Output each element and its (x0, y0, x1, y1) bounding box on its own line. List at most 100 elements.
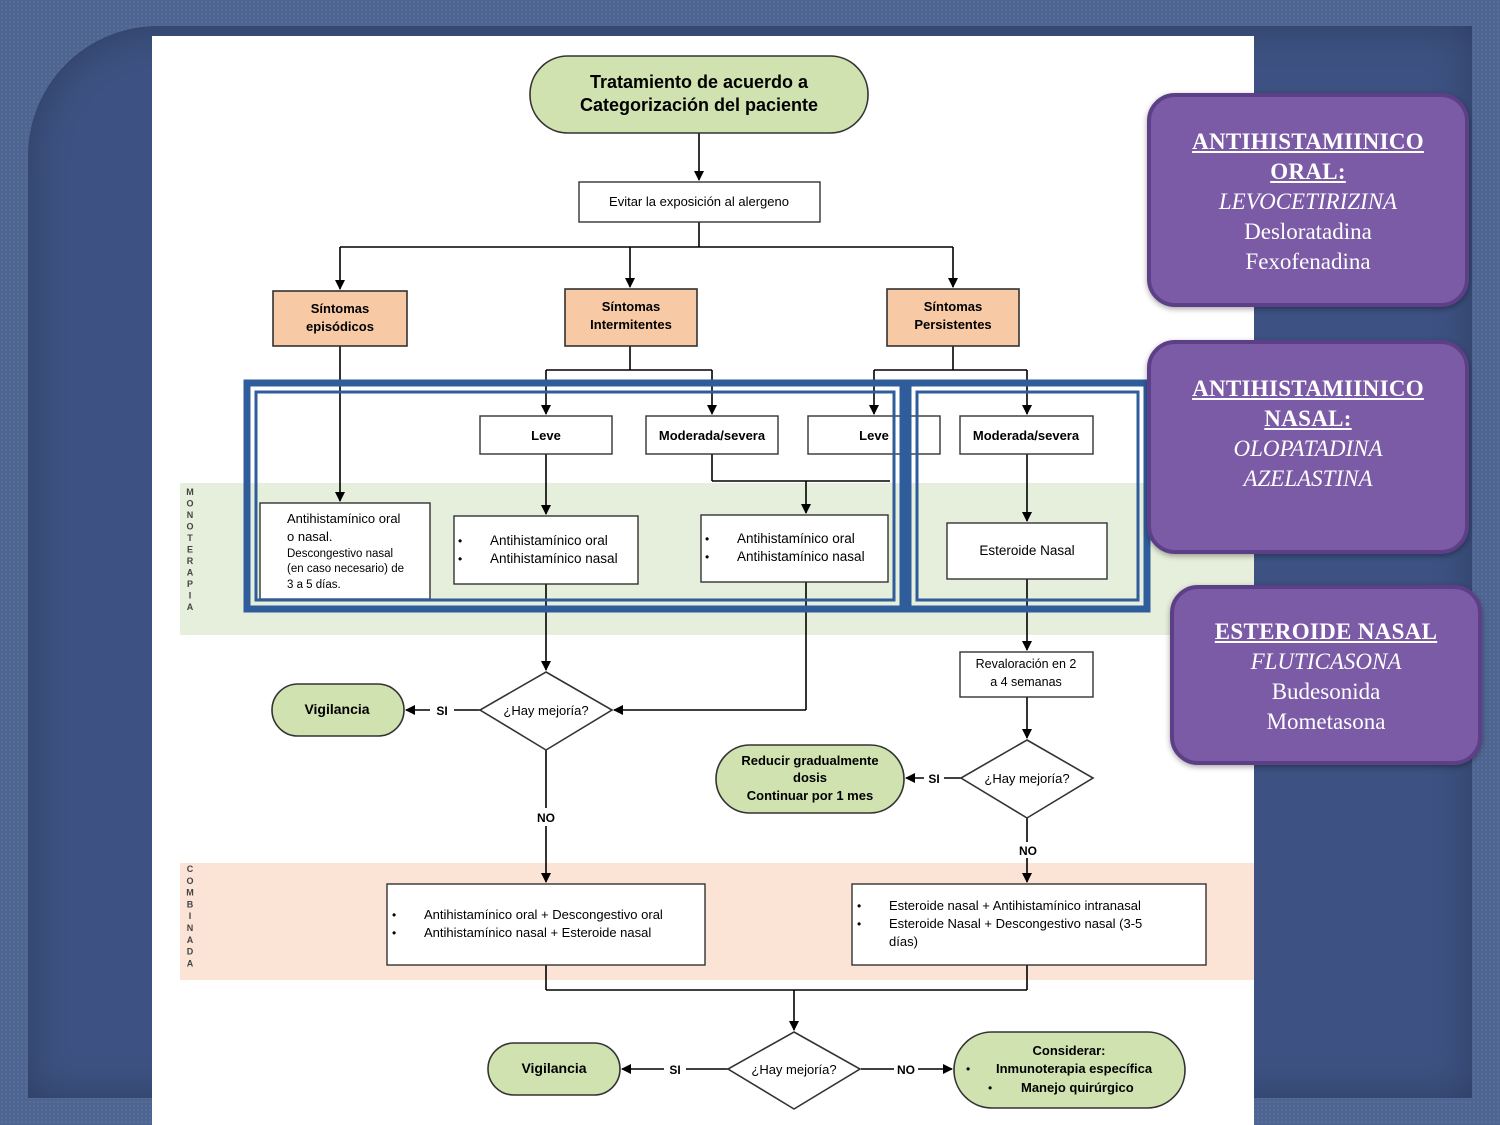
avoid-allergen-label: Evitar la exposición al alergeno (609, 194, 789, 209)
steroid-card-title: ESTEROIDE NASAL (1214, 619, 1438, 644)
consider-node: Considerar: • Inmunoterapia específica •… (953, 1031, 1186, 1109)
combined-right-item-2: Esteroide Nasal + Descongestivo nasal (3… (889, 916, 1142, 931)
intermittent-line-2: Intermitentes (590, 317, 672, 332)
oral-card-drug-3: Fexofenadina (1245, 249, 1371, 274)
episodic-mono-line-5: 3 a 5 días. (287, 579, 341, 591)
reevaluation-line-1: Revaloración en 2 (976, 657, 1077, 671)
reevaluation-line-2: a 4 semanas (990, 675, 1062, 689)
episodic-mono-line-3: Descongestivo nasal (287, 548, 393, 560)
moderate-monotherapy-box: • • Antihistamínico oral Antihistamínico… (700, 514, 889, 583)
oral-card-drug-2: Desloratadina (1244, 219, 1372, 244)
decision-1: ¿Hay mejoría? (478, 671, 614, 751)
surveillance-label-2: Vigilancia (521, 1060, 586, 1076)
svg-text:•: • (988, 1081, 992, 1095)
consider-item-1: Inmunoterapia específica (996, 1061, 1153, 1076)
surveillance-label-1: Vigilancia (304, 701, 369, 717)
steroid-card-drug-2: Budesonida (1271, 679, 1381, 704)
nasal-steroid-card: ESTEROIDE NASAL FLUTICASONA Budesonida M… (1170, 585, 1482, 765)
nasal-card-drug-2: AZELASTINA (1243, 466, 1373, 491)
intermittent-line-1: Síntomas (602, 299, 661, 314)
steroid-card-drug-1: FLUTICASONA (1250, 649, 1402, 674)
reduce-dose-node: Reducir gradualmente dosis Continuar por… (715, 744, 905, 814)
decision-2-no: NO (1019, 844, 1037, 858)
oral-antihistamine-card: ANTIHISTAMIINICO ORAL: LEVOCETIRIZINA De… (1147, 93, 1469, 307)
persistent-mild-label: Leve (859, 428, 889, 443)
consider-title: Considerar: (1033, 1043, 1106, 1058)
start-node: Tratamiento de acuerdo a Categorización … (529, 55, 869, 134)
episodic-line-2: episódicos (306, 319, 374, 334)
connectors (335, 132, 1032, 1074)
combined-right-item-2-cont: días) (889, 934, 918, 949)
nasal-card-drug-1: OLOPATADINA (1233, 436, 1383, 461)
moderate-mono-item-2: Antihistamínico nasal (737, 549, 865, 564)
episodic-mono-line-4: (en caso necesario) de (287, 563, 404, 575)
svg-text:•: • (458, 552, 462, 566)
decision-2-yes: SI (928, 772, 939, 786)
oral-card-drug-1: LEVOCETIRIZINA (1218, 189, 1398, 214)
combined-left-item-2: Antihistamínico nasal + Esteroide nasal (424, 925, 651, 940)
intermittent-symptoms-node: Síntomas Intermitentes (564, 288, 698, 347)
svg-text:•: • (458, 534, 462, 548)
start-line-1: Tratamiento de acuerdo a (590, 72, 809, 92)
reevaluation-node: Revaloración en 2 a 4 semanas (959, 651, 1094, 698)
combined-left-item-1: Antihistamínico oral + Descongestivo ora… (424, 907, 663, 922)
avoid-allergen-node: Evitar la exposición al alergeno (578, 181, 821, 223)
intermittent-mild-label: Leve (531, 428, 561, 443)
surveillance-node-2: Vigilancia (487, 1042, 621, 1096)
decision-3-label: ¿Hay mejoría? (751, 1062, 836, 1077)
decision-1-no: NO (537, 811, 555, 825)
episodic-symptoms-node: Síntomas episódicos (272, 290, 408, 347)
nasal-steroid-box: Esteroide Nasal (946, 522, 1108, 580)
mild-mono-item-1: Antihistamínico oral (490, 533, 608, 548)
episodic-mono-line-2: o nasal. (287, 529, 333, 544)
highlight-frames (243, 379, 1151, 613)
oral-card-title-2: ORAL: (1270, 159, 1346, 184)
decision-1-label: ¿Hay mejoría? (503, 703, 588, 718)
decision-3: ¿Hay mejoría? (726, 1031, 862, 1110)
moderate-mono-item-1: Antihistamínico oral (737, 531, 855, 546)
persistent-moderate-node: Moderada/severa (959, 415, 1094, 455)
episodic-line-1: Síntomas (311, 301, 370, 316)
decision-1-yes: SI (436, 704, 447, 718)
nasal-steroid-label: Esteroide Nasal (979, 543, 1074, 558)
intermittent-mild-monotherapy-box: • • Antihistamínico oral Antihistamínico… (453, 515, 639, 585)
persistent-mild-node: Leve (807, 415, 941, 455)
svg-text:•: • (392, 908, 396, 922)
nasal-card-title-2: NASAL: (1264, 406, 1352, 431)
svg-text:•: • (966, 1062, 970, 1076)
svg-text:•: • (392, 926, 396, 940)
episodic-mono-line-1: Antihistamínico oral (287, 511, 401, 526)
nasal-card-title-1: ANTIHISTAMIINICO (1192, 376, 1424, 401)
consider-item-2: Manejo quirúrgico (1021, 1080, 1134, 1095)
combined-left-box: • • Antihistamínico oral + Descongestivo… (386, 883, 706, 966)
reduce-line-1: Reducir gradualmente (741, 753, 878, 768)
decision-3-no: NO (897, 1063, 915, 1077)
episodic-monotherapy-box: Antihistamínico oral o nasal. Descongest… (259, 502, 431, 600)
decision-3-yes: SI (669, 1063, 680, 1077)
surveillance-node-1: Vigilancia (271, 683, 405, 737)
persistent-line-2: Persistentes (914, 317, 991, 332)
decision-2-label: ¿Hay mejoría? (984, 771, 1069, 786)
intermittent-mild-node: Leve (479, 415, 613, 455)
persistent-line-1: Síntomas (924, 299, 983, 314)
mild-mono-item-2: Antihistamínico nasal (490, 551, 618, 566)
persistent-symptoms-node: Síntomas Persistentes (886, 288, 1020, 347)
svg-text:•: • (857, 917, 861, 931)
svg-text:•: • (857, 899, 861, 913)
persistent-moderate-label: Moderada/severa (973, 428, 1080, 443)
nasal-antihistamine-card: ANTIHISTAMIINICO NASAL: OLOPATADINA AZEL… (1147, 340, 1469, 554)
intermittent-moderate-label: Moderada/severa (659, 428, 766, 443)
reduce-line-2: dosis (793, 770, 827, 785)
combined-right-item-1: Esteroide nasal + Antihistamínico intran… (889, 898, 1141, 913)
decision-2: ¿Hay mejoría? (959, 739, 1095, 819)
steroid-card-drug-3: Mometasona (1266, 709, 1386, 734)
start-line-2: Categorización del paciente (580, 95, 818, 115)
oral-card-title-1: ANTIHISTAMIINICO (1192, 129, 1424, 154)
combined-right-box: • • Esteroide nasal + Antihistamínico in… (851, 883, 1207, 966)
intermittent-moderate-node: Moderada/severa (645, 415, 779, 455)
reduce-line-3: Continuar por 1 mes (747, 788, 873, 803)
svg-text:•: • (705, 532, 709, 546)
